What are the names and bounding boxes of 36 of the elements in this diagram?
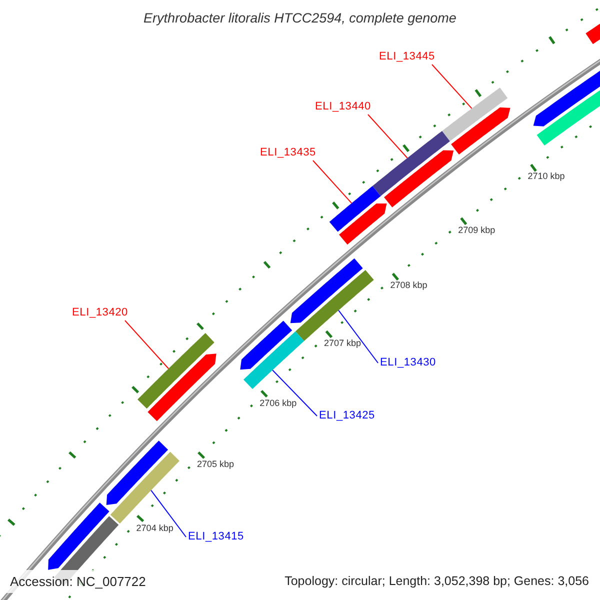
leader-line xyxy=(367,114,408,158)
gene-label: ELI_13430 xyxy=(380,358,436,368)
scale-label: 2708 kbp xyxy=(390,281,428,290)
leader-line xyxy=(150,490,187,538)
gene-feature-bar xyxy=(295,270,374,341)
gene-feature-bar xyxy=(442,88,508,142)
gene-feature-bar xyxy=(243,331,304,390)
gene-feature-bar xyxy=(339,203,387,245)
scale-label: 2704 kbp xyxy=(136,524,174,533)
scale-label: 2707 kbp xyxy=(324,338,362,348)
gene-label: ELI_13425 xyxy=(319,410,375,422)
gene-label: ELI_13415 xyxy=(188,532,244,542)
gene-feature-bar xyxy=(329,186,381,232)
leader-line xyxy=(431,64,472,109)
scale-label: 2709 kbp xyxy=(458,226,496,235)
gene-label: ELI_13445 xyxy=(379,52,435,62)
scale-label: 2705 kbp xyxy=(196,460,234,470)
gene-feature-bar xyxy=(148,354,216,422)
leader-line xyxy=(312,160,352,204)
gene-feature-bar xyxy=(138,333,214,409)
gene-feature-bar xyxy=(106,440,168,506)
diagram-title: Erythrobacter litoralis HTCC2594, complete genome xyxy=(144,11,456,25)
scale-label: 2706 kbp xyxy=(260,398,297,408)
gene-feature-bar xyxy=(110,452,180,524)
gene-feature-bar xyxy=(451,107,510,155)
gene-feature-bar xyxy=(372,130,450,196)
gene-label: ELI_13435 xyxy=(260,148,316,158)
gene-label: ELI_13420 xyxy=(72,308,128,318)
gene-feature-bar xyxy=(240,320,292,370)
gene-label: ELI_13440 xyxy=(315,102,371,112)
gene-feature-bar xyxy=(384,150,454,208)
gene-feature-bar xyxy=(48,502,110,570)
scale-label: 2710 kbp xyxy=(528,172,565,182)
gene-feature-bar xyxy=(290,258,363,324)
leader-line xyxy=(124,320,170,370)
leader-line xyxy=(338,310,379,364)
